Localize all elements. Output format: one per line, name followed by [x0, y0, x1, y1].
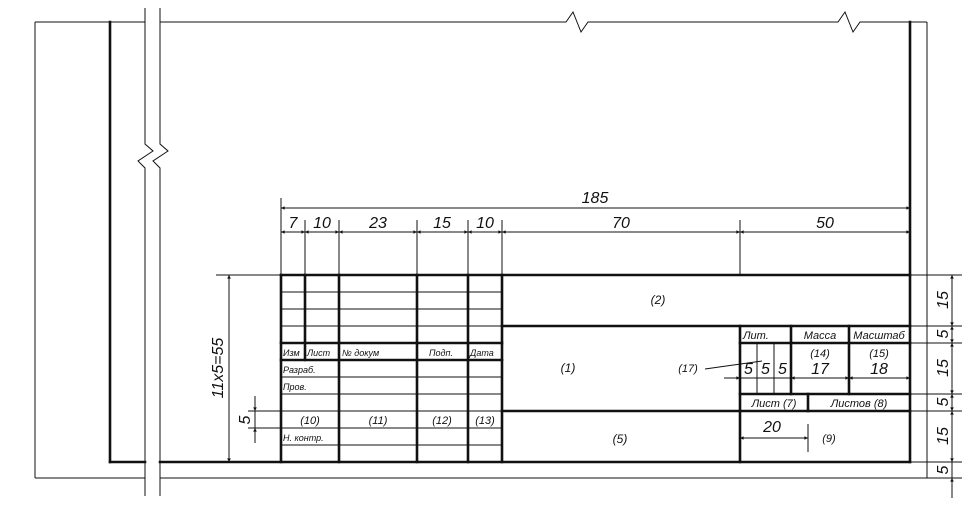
dimension-lines [227, 206, 954, 498]
row-label-n-kontr: Н. контр. [283, 433, 324, 443]
lit-header: Лит. [742, 330, 769, 342]
dim-label-scale: 18 [870, 361, 888, 378]
row-label-prov: Пров. [283, 382, 307, 392]
field-9-label: (9) [822, 433, 836, 445]
field-1-label: (1) [561, 361, 576, 375]
mass-header: Масса [804, 330, 837, 342]
dim-label-right-row: 5 [935, 397, 952, 406]
vertical-break-line-right [152, 8, 169, 496]
leader-line-field-17 [704, 360, 763, 370]
field-13-label: (13) [475, 415, 495, 427]
field-15-label: (15) [869, 348, 889, 360]
extension-lines [216, 198, 962, 479]
field-14-label: (14) [810, 348, 830, 360]
dim-label-mass: 17 [811, 361, 830, 378]
field-10-label: (10) [300, 415, 320, 427]
sheet-edges [34, 8, 928, 496]
top-break-line [35, 10, 927, 34]
dim-label-right-row: 5 [935, 329, 952, 338]
dim-label-right-row: 5 [935, 465, 952, 474]
header-list: Лист [306, 348, 331, 358]
header-dokum: № докум [342, 348, 379, 358]
field-5-label: (5) [613, 432, 628, 446]
vertical-break-line-left [137, 8, 154, 496]
scale-header: Масштаб [853, 330, 905, 342]
dim-label-right-row: 15 [935, 291, 952, 309]
dim-label-right-row: 15 [935, 359, 952, 377]
dim-label-lit-cell: 5 [744, 361, 753, 378]
field-17-label: (17) [678, 363, 698, 375]
sheet-header: Лист (7) [751, 398, 797, 410]
dim-label-overall-width: 185 [582, 190, 609, 207]
dim-label-col: 10 [476, 215, 494, 232]
sheets-header: Листов (8) [830, 398, 888, 410]
drawing-frame [108, 20, 912, 464]
dim-label-lit-cell: 5 [778, 361, 787, 378]
dim-label-col: 10 [313, 215, 331, 232]
dim-label-col: 23 [368, 215, 387, 232]
header-izm: Изм [283, 348, 300, 358]
dim-label-left-total: 11x5=55 [210, 338, 227, 399]
dim-label-right-row: 15 [935, 427, 952, 445]
title-block [279, 273, 912, 464]
dim-label-col: 15 [433, 215, 451, 232]
field-11-label: (11) [369, 415, 388, 427]
dimension-labels: 185 7 10 23 15 10 70 50 11x5=55 5 15 5 1… [210, 190, 952, 474]
field-12-label: (12) [432, 415, 452, 427]
dim-label-lit-cell: 5 [761, 361, 770, 378]
title-block-labels: (2) (1) (5) Лит. Масса Масштаб (14) (15)… [283, 293, 905, 446]
row-label-razrab: Разраб. [283, 365, 316, 375]
header-podp: Подп. [429, 348, 453, 358]
dim-label-sheet: 20 [762, 419, 781, 436]
dim-label-col: 50 [816, 215, 834, 232]
header-data: Дата [469, 348, 494, 358]
dim-label-col: 7 [289, 215, 299, 232]
field-2-label: (2) [651, 293, 666, 307]
dim-label-left-row: 5 [237, 415, 254, 424]
dim-label-col: 70 [612, 215, 630, 232]
